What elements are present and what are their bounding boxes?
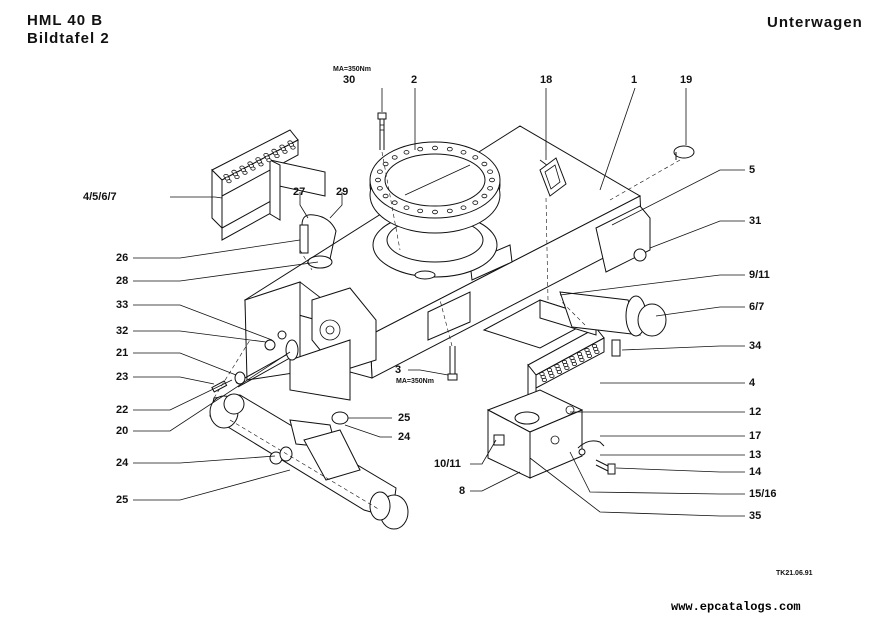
ring-bolt-hole [376,169,383,174]
watermark-link[interactable]: www.epcatalogs.com [671,600,801,614]
ring-bolt-hole [460,150,467,155]
callout-23: 23 [116,371,129,383]
ring-bolt-hole [489,177,495,183]
callout-34: 34 [749,340,762,352]
section-title: Unterwagen [767,14,863,31]
step-perforation [579,357,585,362]
callout-22: 22 [116,404,129,416]
callout-25-mid: 25 [398,412,411,424]
step-perforation [274,153,280,158]
callout-4567: 4/5/6/7 [83,191,117,203]
ring-bolt-hole [487,169,494,174]
ring-bolt-hole [417,208,424,214]
bolt-30 [377,112,387,150]
ring-bolt-hole [417,146,424,152]
leader-lines [133,87,745,517]
ring-bolt-hole [472,155,479,160]
step-perforation [549,373,555,378]
step-perforation [266,158,272,163]
step-perforation [564,365,570,370]
callout-18: 18 [540,74,553,86]
callout-1011: 10/11 [434,458,461,470]
callout-12: 12 [749,406,762,418]
callout-24-left: 24 [116,457,129,469]
model-title: HML 40 B [27,12,104,29]
ring-bolt-hole [487,186,494,191]
callout-21: 21 [116,347,129,359]
axle-stub-67 [559,291,667,357]
step-perforation [242,170,248,175]
hardware-12-17 [577,440,616,475]
callout-24-mid: 24 [398,431,411,443]
callout-33: 33 [116,299,129,311]
step-4567 [211,129,326,241]
callout-20: 20 [116,425,129,437]
callout-1516: 15/16 [749,488,777,500]
step-perforation [586,353,593,358]
callout-911: 9/11 [749,269,770,281]
part-19 [673,145,695,160]
ring-bolt-hole [432,209,438,215]
slewing-ring [369,141,501,280]
ring-bolt-hole [391,200,398,205]
ring-bolt-hole [481,161,488,167]
ring-bolt-hole [391,155,398,160]
callout-17: 17 [749,430,762,442]
callout-67: 6/7 [749,301,765,313]
ring-bolt-hole [446,146,453,152]
step-perforation [226,179,232,184]
axle-assembly [209,393,409,530]
ring-bolt-hole [403,150,410,155]
callout-28: 28 [116,275,129,287]
step-perforation [282,149,288,154]
step-perforation [250,166,256,171]
box-8 [486,389,584,479]
callout-8: 8 [459,485,466,497]
step-perforation [258,162,264,167]
callout-26: 26 [116,252,129,264]
callout-3: 3 [395,364,402,376]
step-perforation [594,349,600,354]
assembly-guides [213,151,681,399]
callout-13: 13 [749,449,762,461]
callout-29: 29 [336,186,349,198]
step-perforation [571,361,578,366]
callout-30: 30 [343,74,356,86]
torque-note-bottom: MA=350Nm [396,378,434,385]
step-perforation [290,145,296,150]
callout-1: 1 [631,74,638,86]
drawing-reference: TK21.06.91 [776,570,813,577]
callout-19: 19 [680,74,693,86]
ring-bolt-hole [432,145,438,151]
callout-32: 32 [116,325,129,337]
ring-bolt-hole [376,186,383,191]
step-perforation [556,369,563,374]
callout-4: 4 [749,377,756,389]
torque-note-top: MA=350Nm [333,66,371,73]
ring-bolt-hole [382,161,389,167]
ring-bolt-hole [481,193,488,199]
callout-2: 2 [411,74,418,86]
callout-25-left: 25 [116,494,129,506]
step-perforation [541,377,548,382]
callout-27: 27 [293,186,306,198]
ring-bolt-hole [382,193,389,199]
callout-31: 31 [749,215,762,227]
ring-bolt-hole [403,205,410,210]
callout-5: 5 [749,164,756,176]
pin-26-29 [299,214,337,269]
callout-14: 14 [749,466,762,478]
ring-bolt-hole [460,205,467,210]
callout-35: 35 [749,510,762,522]
ring-bolt-hole [375,177,381,183]
step-perforation [234,174,240,179]
bolt-3 [447,346,458,381]
ring-bolt-hole [472,200,479,205]
ring-bolt-hole [446,208,453,214]
plate-title: Bildtafel 2 [27,30,110,47]
